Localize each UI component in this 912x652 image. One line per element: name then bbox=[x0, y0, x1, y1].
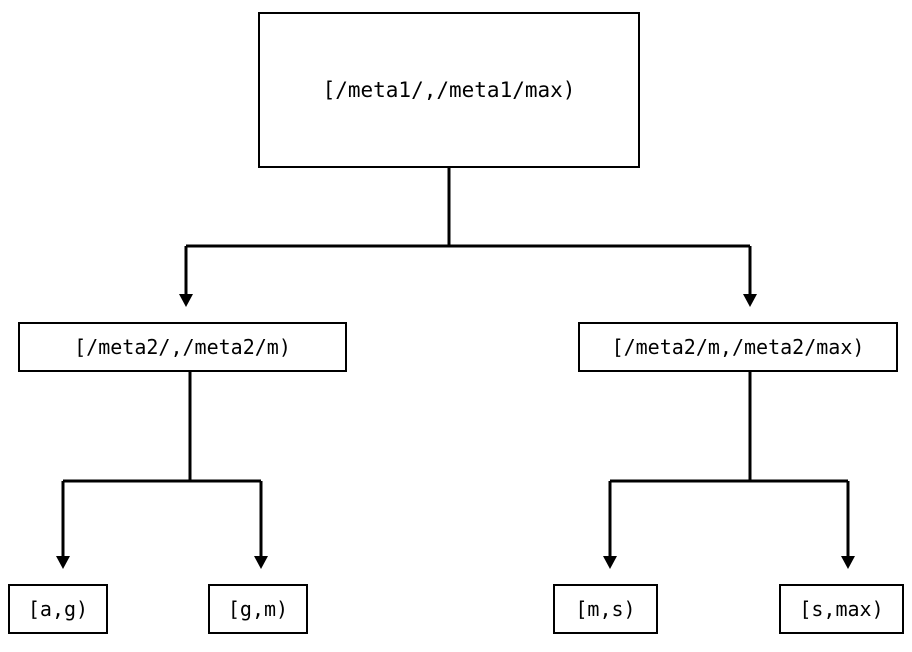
node-leaf-a-g-label: [a,g) bbox=[27, 597, 89, 621]
node-root-label: [/meta1/,/meta1/max) bbox=[322, 78, 576, 102]
node-leaf-s-max[interactable]: [s,max) bbox=[779, 584, 904, 634]
arrowhead-to-leaf-ms bbox=[603, 556, 617, 569]
node-leaf-m-s[interactable]: [m,s) bbox=[553, 584, 658, 634]
node-mid-left[interactable]: [/meta2/,/meta2/m) bbox=[18, 322, 347, 372]
node-mid-right[interactable]: [/meta2/m,/meta2/max) bbox=[578, 322, 898, 372]
node-leaf-s-max-label: [s,max) bbox=[799, 597, 884, 621]
arrowhead-to-mid-left bbox=[179, 294, 193, 307]
node-leaf-g-m-label: [g,m) bbox=[227, 597, 289, 621]
arrowhead-to-leaf-smax bbox=[841, 556, 855, 569]
arrowhead-to-leaf-gm bbox=[254, 556, 268, 569]
node-leaf-a-g[interactable]: [a,g) bbox=[8, 584, 108, 634]
node-leaf-m-s-label: [m,s) bbox=[575, 597, 636, 621]
node-leaf-g-m[interactable]: [g,m) bbox=[208, 584, 308, 634]
node-root[interactable]: [/meta1/,/meta1/max) bbox=[258, 12, 640, 168]
arrowhead-to-mid-right bbox=[743, 294, 757, 307]
node-mid-right-label: [/meta2/m,/meta2/max) bbox=[611, 335, 865, 359]
node-mid-left-label: [/meta2/,/meta2/m) bbox=[74, 335, 291, 359]
arrowhead-to-leaf-ag bbox=[56, 556, 70, 569]
